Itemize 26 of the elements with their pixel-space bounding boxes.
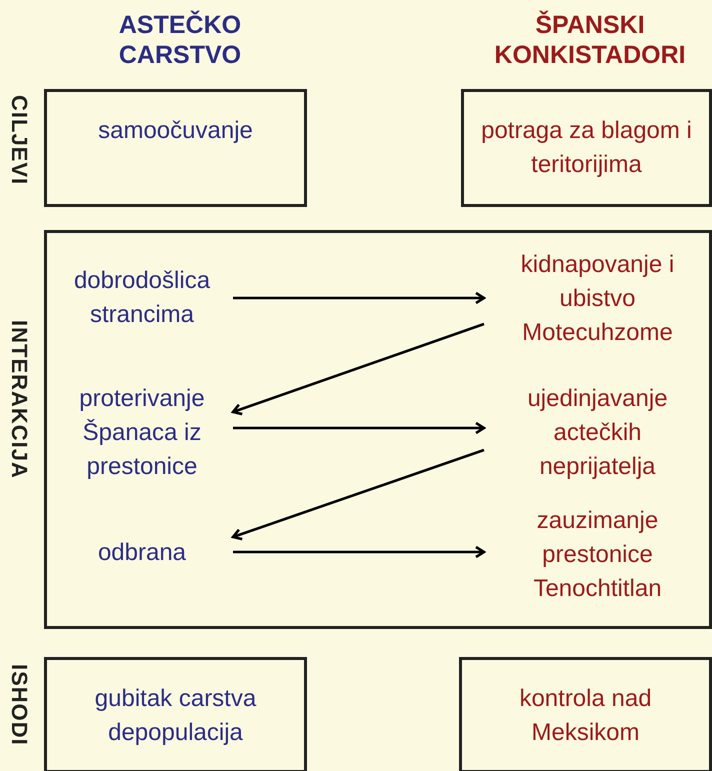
text-box — [459, 657, 712, 771]
section-box — [44, 230, 712, 629]
node-text: proterivanje Španaca iz prestonice — [78, 384, 206, 482]
arrow — [232, 448, 484, 540]
node-text: kidnapovanje i ubistvo Motecuhzome — [520, 250, 676, 348]
arrow — [232, 322, 484, 416]
arrow — [233, 546, 486, 558]
node-text: odbrana — [98, 538, 186, 568]
node-text: zauzimanje prestonice Tenochtitlan — [532, 506, 663, 604]
column-heading: ASTEČKO CARSTVO — [118, 10, 242, 70]
node-text: ujedinjavanje actečkih neprijatelja — [526, 384, 669, 482]
arrow — [233, 292, 486, 304]
node-text: dobrodošlica strancima — [72, 266, 212, 330]
row-heading: CILJEVI — [6, 95, 32, 186]
text-box — [44, 89, 307, 207]
node-text: kontrola nad Meksikom — [518, 684, 653, 748]
node-text: potraga za blagom i teritorijima — [480, 116, 693, 180]
node-text: samoočuvanje — [98, 116, 253, 146]
row-heading: INTERAKCIJA — [6, 320, 32, 479]
row-heading: ISHODI — [6, 664, 32, 746]
column-heading: ŠPANSKI KONKISTADORI — [493, 10, 687, 70]
text-box — [44, 657, 307, 771]
text-box — [461, 89, 712, 207]
node-text: depopulacija — [108, 718, 243, 748]
arrow — [233, 422, 486, 434]
node-text: gubitak carstva — [94, 684, 256, 714]
